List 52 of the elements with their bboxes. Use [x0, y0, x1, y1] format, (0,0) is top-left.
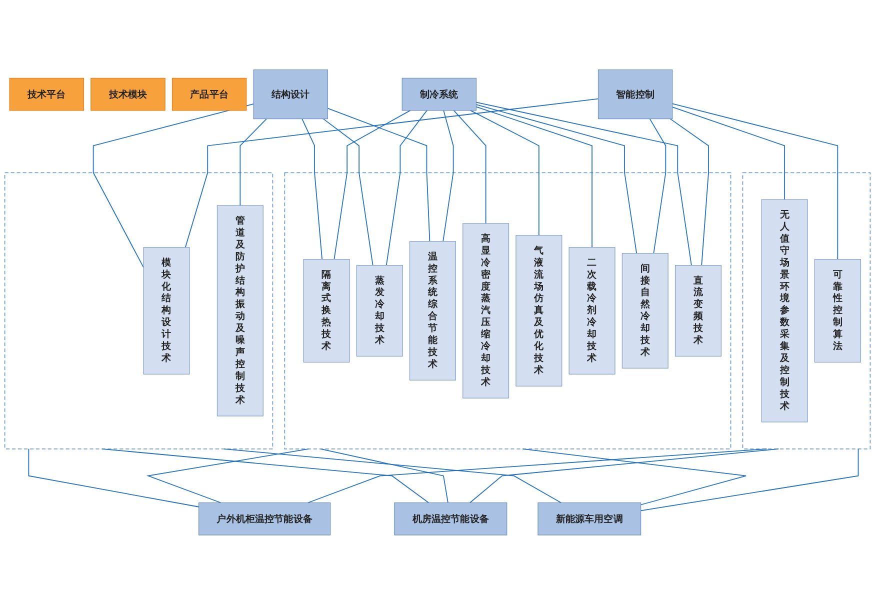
connector: [672, 102, 838, 260]
node-box: [143, 246, 190, 374]
connector: [334, 110, 411, 260]
connector: [670, 118, 709, 266]
node-box: [814, 258, 861, 362]
connector: [470, 448, 780, 503]
connector: [146, 448, 310, 503]
connector: [223, 448, 562, 503]
node-box: [9, 77, 84, 110]
connector: [386, 110, 428, 266]
node-box: [674, 264, 722, 356]
connector: [184, 98, 599, 248]
connector: [322, 118, 374, 266]
node-box: [356, 264, 403, 356]
connector: [476, 104, 638, 254]
node-box: [761, 198, 808, 422]
diagram: 技术平台 技术模块 产品平台 结构设计 制冷系统 智能控制 模块化结构设计技术 管道及防护结构振动及噪声控制技术 隔离式换热技术 蒸发冷却技术 温控系统综合节能技术 高显冷密度蒸汽压缩冷却技术 气液流场仿真及优化技术 二次载冷剂冷却技术 间接自然冷却技术 直流变频技术 无人值守场景环境参数采集及控制技术 可靠性控制算法 户外机柜温控节能设备 机房温控节能设备 新能源车用空调: [0, 64, 875, 540]
connector: [240, 118, 268, 206]
connector: [672, 106, 786, 200]
connector: [470, 110, 540, 236]
connector: [442, 110, 454, 242]
node-box: [538, 502, 642, 535]
node-box: [216, 204, 264, 416]
node-box: [402, 77, 477, 110]
node-box: [462, 222, 510, 398]
connector: [28, 448, 200, 507]
node-box: [394, 502, 508, 535]
connector: [327, 107, 430, 242]
cluster: [742, 172, 871, 449]
connector: [302, 118, 323, 260]
node-box: [622, 252, 668, 368]
connector: [640, 448, 859, 511]
node-box: [303, 258, 350, 362]
connector: [476, 106, 592, 248]
node-box: [90, 77, 166, 110]
cluster: [284, 172, 732, 449]
connector: [476, 101, 692, 266]
connector: [320, 448, 448, 503]
node-box: [253, 69, 328, 119]
cluster: [4, 172, 274, 449]
node-box: [598, 69, 673, 119]
node-box: [516, 234, 562, 386]
connector: [92, 103, 254, 268]
connector: [307, 448, 768, 503]
node-box: [172, 77, 247, 110]
node-box: [568, 246, 616, 374]
connector: [649, 118, 666, 254]
connector: [101, 448, 430, 503]
connector: [453, 110, 486, 224]
connector: [522, 448, 746, 505]
node-box: [198, 502, 331, 535]
node-box: [409, 240, 456, 380]
